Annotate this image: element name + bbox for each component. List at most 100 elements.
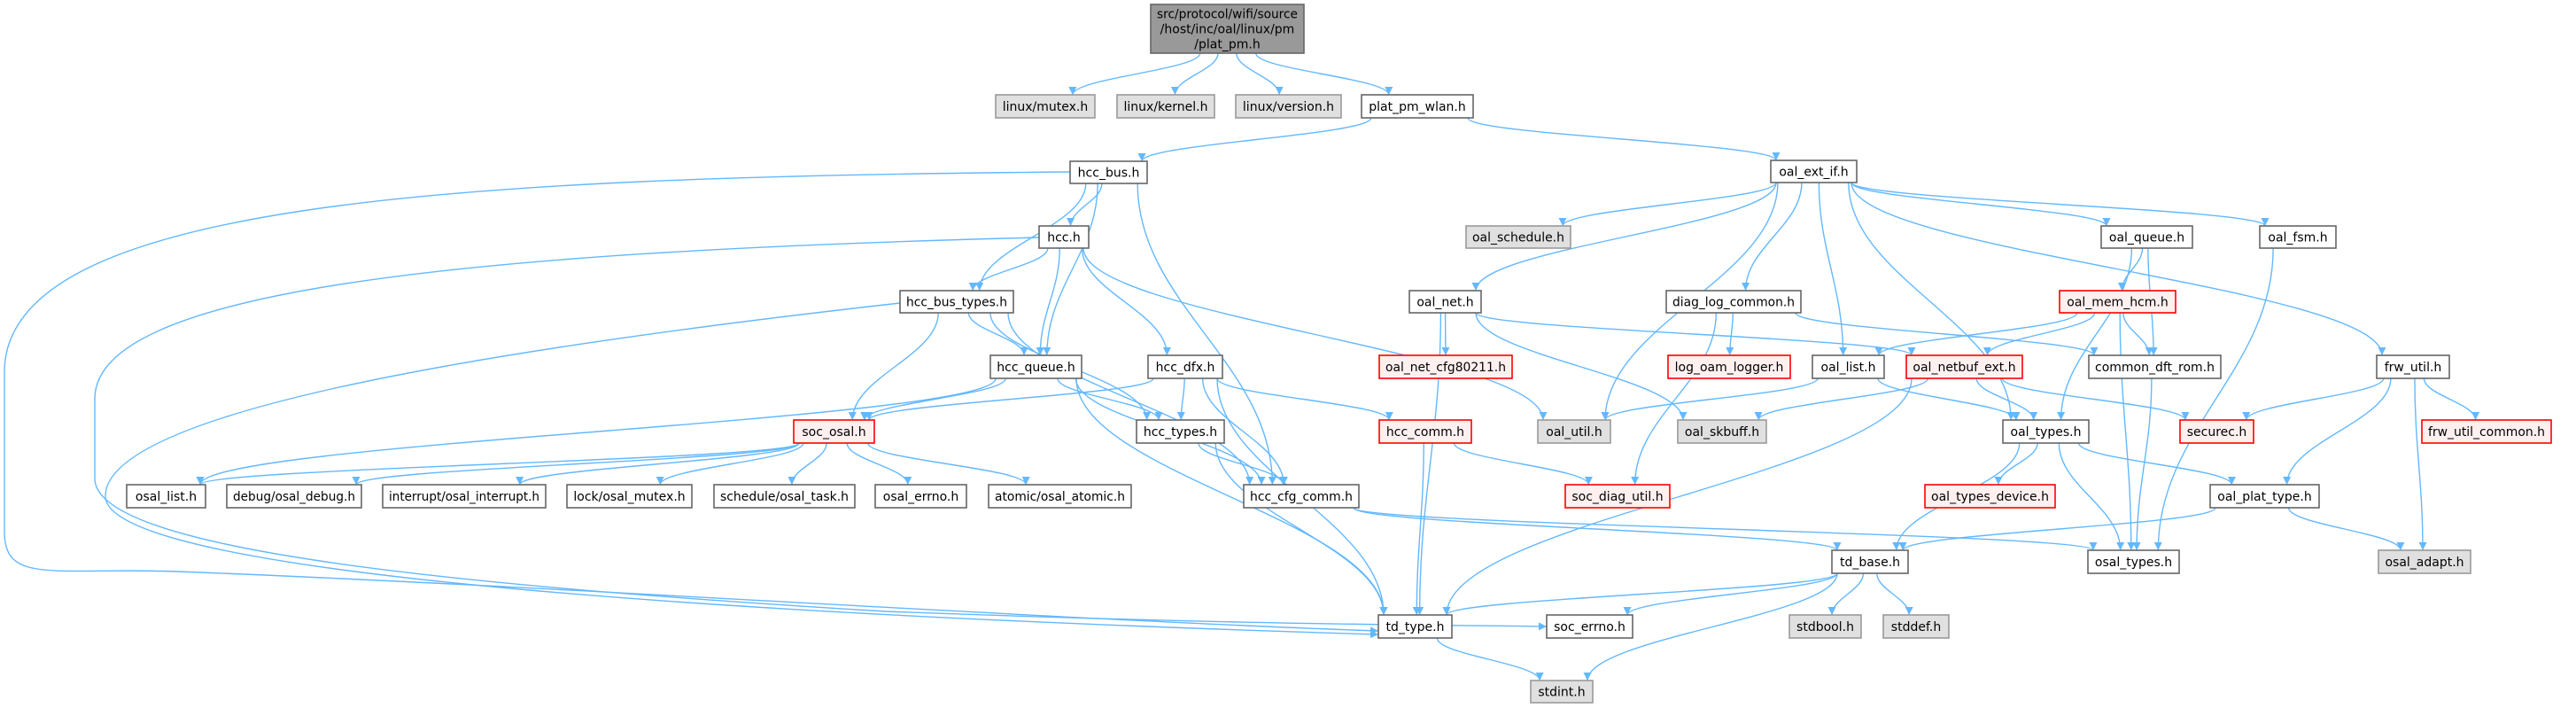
edge-oal-mem-hcm-to-oal-list [1874, 312, 2078, 356]
node-soc-osal[interactable]: soc_osal.h [793, 419, 875, 444]
edge-main-to-linux-kernel [1170, 52, 1219, 96]
node-common-dft-rom[interactable]: common_dft_rom.h [2088, 354, 2222, 379]
node-box [2209, 484, 2320, 509]
node-osal-adapt[interactable]: osal_adapt.h [2378, 549, 2471, 574]
node-diag-log-common[interactable]: diag_log_common.h [1665, 290, 1802, 314]
edge-oal-plat-type-to-td-base [1898, 507, 2216, 551]
node-oal-plat-type[interactable]: oal_plat_type.h [2209, 484, 2320, 509]
node-oal-queue[interactable]: oal_queue.h [2100, 225, 2193, 249]
edge-soc-osal-to-osal-debug [352, 442, 800, 486]
node-box [1677, 419, 1767, 444]
node-linux-mutex[interactable]: linux/mutex.h [995, 94, 1096, 119]
node-osal-list[interactable]: osal_list.h [126, 484, 206, 509]
edge-plat-pm-wlan-to-hcc-bus [1137, 117, 1372, 162]
edge-oal-net-to-oal-netbuf-ext [1475, 312, 1916, 356]
node-label: debug/osal_debug.h [233, 490, 355, 504]
node-label: common_dft_rom.h [2095, 361, 2215, 375]
node-stddef[interactable]: stddef.h [1882, 614, 1950, 639]
node-oal-schedule[interactable]: oal_schedule.h [1465, 225, 1571, 249]
node-oal-net-cfg80211[interactable]: oal_net_cfg80211.h [1378, 354, 1513, 379]
node-oal-net[interactable]: oal_net.h [1408, 290, 1482, 314]
node-oal-util[interactable]: oal_util.h [1537, 419, 1611, 444]
node-soc-diag-util[interactable]: soc_diag_util.h [1564, 484, 1671, 509]
node-plat-pm-wlan[interactable]: plat_pm_wlan.h [1361, 94, 1474, 119]
node-box [1378, 354, 1513, 379]
node-osal-task[interactable]: schedule/osal_task.h [713, 484, 856, 509]
edge-oal-list-to-oal-types [1877, 377, 2021, 421]
node-box [2088, 354, 2222, 379]
node-oal-skbuff[interactable]: oal_skbuff.h [1677, 419, 1767, 444]
node-osal-errno[interactable]: osal_errno.h [874, 484, 967, 509]
node-stdbool[interactable]: stdbool.h [1788, 614, 1862, 639]
node-linux-version[interactable]: linux/version.h [1235, 94, 1342, 119]
node-oal-types-device[interactable]: oal_types_device.h [1924, 484, 2056, 509]
node-stdint[interactable]: stdint.h [1530, 680, 1594, 704]
edge-hcc-dfx-to-soc-osal [865, 377, 1154, 421]
edge-hcc-bus-to-hcc-queue [1043, 183, 1098, 356]
node-label: hcc_bus_types.h [906, 296, 1007, 310]
edge-soc-osal-to-osal-task [788, 442, 827, 486]
node-oal-netbuf-ext[interactable]: oal_netbuf_ext.h [1905, 354, 2023, 379]
edge-hcc-to-hcc-bus-types [968, 247, 1049, 292]
node-main[interactable]: src/protocol/wifi/source/host/inc/oal/li… [1150, 4, 1305, 54]
node-label: oal_netbuf_ext.h [1913, 361, 2015, 375]
node-box [1150, 4, 1305, 54]
node-hcc-bus-types[interactable]: hcc_bus_types.h [899, 290, 1014, 314]
node-label: interrupt/osal_interrupt.h [389, 490, 539, 504]
edges-layer [4, 52, 2480, 681]
node-osal-types[interactable]: osal_types.h [2087, 549, 2180, 574]
node-box [1235, 94, 1342, 119]
node-hcc-types[interactable]: hcc_types.h [1136, 419, 1225, 444]
edge-frw-util-to-oal-plat-type [2283, 377, 2392, 486]
node-osal-mutex[interactable]: lock/osal_mutex.h [566, 484, 693, 509]
node-osal-interrupt[interactable]: interrupt/osal_interrupt.h [382, 484, 547, 509]
node-oal-mem-hcm[interactable]: oal_mem_hcm.h [2059, 290, 2176, 314]
edge-oal-queue-to-oal-mem-hcm [2117, 247, 2144, 292]
node-oal-ext-if[interactable]: oal_ext_if.h [1770, 159, 1858, 183]
node-oal-fsm[interactable]: oal_fsm.h [2259, 225, 2337, 249]
node-oal-types[interactable]: oal_types.h [2002, 419, 2090, 444]
node-osal-debug[interactable]: debug/osal_debug.h [226, 484, 362, 509]
node-soc-errno[interactable]: soc_errno.h [1546, 614, 1633, 639]
node-frw-util[interactable]: frw_util.h [2376, 354, 2450, 379]
node-label: diag_log_common.h [1672, 296, 1795, 310]
edge-oal-ext-if-to-oal-schedule [1558, 182, 1777, 227]
node-box [1408, 290, 1482, 314]
node-securec[interactable]: securec.h [2179, 419, 2254, 444]
node-label: osal_list.h [136, 490, 197, 504]
edge-soc-osal-to-osal-atomic [867, 442, 1030, 486]
edge-hcc-bus-types-to-hcc-cfg-comm [1007, 312, 1254, 486]
node-hcc-bus[interactable]: hcc_bus.h [1069, 160, 1148, 184]
edge-oal-ext-if-to-oal-net [1471, 182, 1777, 292]
edge-oal-types-to-oal-plat-type [2077, 442, 2236, 486]
edge-oal-ext-if-to-oal-fsm [1851, 182, 2270, 227]
node-hcc[interactable]: hcc.h [1038, 225, 1090, 249]
node-label: linux/version.h [1243, 100, 1334, 114]
node-log-oam-logger[interactable]: log_oam_logger.h [1667, 354, 1791, 379]
node-box [2179, 419, 2254, 444]
node-box [2100, 225, 2193, 249]
edge-oal-queue-to-oal-types [2057, 247, 2133, 421]
edge-td-base-to-td-type [1442, 572, 1838, 616]
node-label: oal_skbuff.h [1685, 425, 1759, 440]
node-hcc-comm[interactable]: hcc_comm.h [1378, 419, 1472, 444]
node-oal-list[interactable]: oal_list.h [1812, 354, 1885, 379]
node-box [1116, 94, 1215, 119]
node-box [2259, 225, 2337, 249]
node-td-type[interactable]: td_type.h [1377, 614, 1453, 639]
node-frw-util-common[interactable]: frw_util_common.h [2421, 419, 2552, 444]
node-box [1361, 94, 1474, 119]
node-box [874, 484, 967, 509]
edge-oal-ext-if-to-diag-log-common [1742, 182, 1803, 292]
node-td-base[interactable]: td_base.h [1831, 549, 1909, 574]
node-hcc-queue[interactable]: hcc_queue.h [989, 354, 1082, 379]
edge-hcc-types-to-td-type [1214, 442, 1388, 616]
node-box [1924, 484, 2056, 509]
node-osal-atomic[interactable]: atomic/osal_atomic.h [988, 484, 1132, 509]
node-box [1788, 614, 1862, 639]
node-hcc-dfx[interactable]: hcc_dfx.h [1147, 354, 1223, 379]
node-label: osal_types.h [2095, 556, 2172, 570]
node-hcc-cfg-comm[interactable]: hcc_cfg_comm.h [1243, 484, 1360, 509]
node-linux-kernel[interactable]: linux/kernel.h [1116, 94, 1215, 119]
